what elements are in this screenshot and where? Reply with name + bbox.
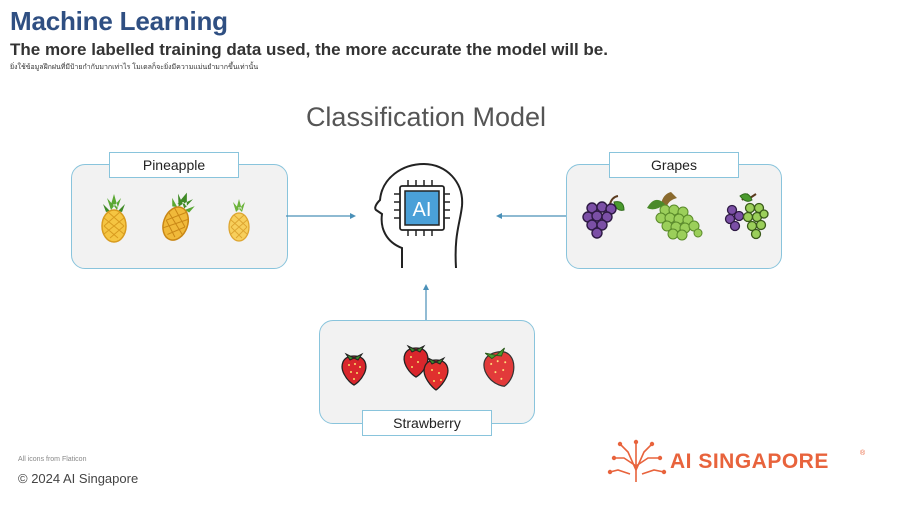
slide-title: Machine Learning	[10, 6, 228, 36]
icons-credit: All icons from Flaticon	[18, 456, 87, 463]
arrow-strawberry-to-model	[423, 284, 429, 320]
ai-head-icon: AI	[374, 162, 464, 269]
pineapple-icon	[101, 194, 127, 243]
diagram-title: Classification Model	[305, 102, 547, 132]
arrow-grapes-to-model	[496, 213, 566, 219]
grapes-icon	[724, 193, 769, 240]
grapes-icon	[647, 192, 703, 241]
registered-mark: ®	[860, 450, 866, 457]
thai-caption: ยิ่งใช้ข้อมูลฝึกฝนที่มีป้ายกำกับมากเท่าไ…	[10, 64, 259, 71]
pineapple-icon	[162, 192, 195, 241]
grapes-icon	[582, 195, 625, 239]
copyright-text: © 2024 AI Singapore	[18, 471, 139, 486]
grapes-label: Grapes	[609, 152, 739, 178]
arrow-pineapple-to-model	[286, 213, 356, 219]
strawberry-icon	[341, 352, 367, 386]
strawberry-icon	[403, 344, 449, 391]
pineapple-label: Pineapple	[109, 152, 239, 178]
ai-chip-label: AI	[413, 199, 432, 221]
ai-singapore-logo: AI SINGAPORE ®	[606, 436, 868, 484]
strawberry-icon	[483, 347, 515, 387]
slide-subtitle: The more labelled training data used, th…	[10, 40, 608, 59]
circuit-tree-icon	[607, 439, 667, 482]
logo-wordmark: AI SINGAPORE	[670, 450, 829, 473]
pineapple-icon	[228, 199, 250, 242]
strawberry-label: Strawberry	[362, 410, 492, 436]
